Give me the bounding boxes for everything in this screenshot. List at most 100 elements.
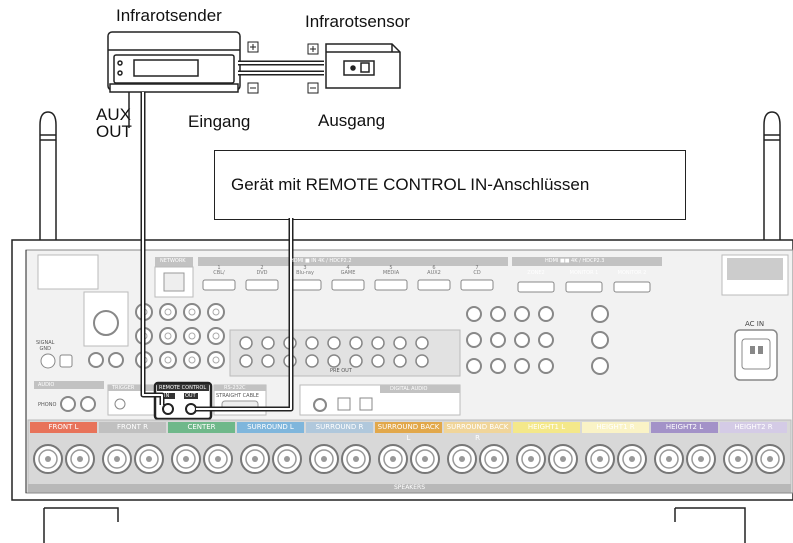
hdmi-out-header-label: HDMI ■■ 4K / HDCP2.3 xyxy=(545,258,605,264)
speaker-terminal-center xyxy=(422,456,428,462)
hdmi-out-label: MONITOR 2 xyxy=(618,270,647,276)
ac-pin-right xyxy=(758,346,763,354)
video-jack xyxy=(514,306,530,322)
pre-out-jack xyxy=(239,336,253,350)
output-label: Ausgang xyxy=(318,111,386,130)
speaker-terminal-center xyxy=(284,456,290,462)
hdmi-in-port xyxy=(374,279,408,291)
antenna-right-icon xyxy=(727,258,783,280)
video-jacks xyxy=(466,305,609,375)
straight-cable-label: STRAIGHT CABLE xyxy=(216,393,259,399)
pre-out-jack xyxy=(327,336,341,350)
device-callout: Gerät mit REMOTE CONTROL IN-Anschlüssen xyxy=(214,150,686,220)
rca-jack-center xyxy=(212,356,220,364)
pre-out-jack xyxy=(305,336,319,350)
digital-audio-header xyxy=(380,385,460,393)
ac-pin-left xyxy=(750,346,755,354)
audio-label: AUDIO xyxy=(38,382,55,388)
pre-out-jack xyxy=(349,354,363,368)
network-label: NETWORK xyxy=(160,258,186,264)
speaker-channel-label: FRONT L xyxy=(30,422,97,433)
hdmi-ports: CBL/1DVD2Blu-ray3GAME4MEDIA5AUX26CD7ZONE… xyxy=(202,265,651,293)
pre-out-jack xyxy=(393,354,407,368)
speaker-channel-label: FRONT R xyxy=(99,422,166,433)
rs232c-label: RS-232C xyxy=(224,385,246,391)
rca-jack-center xyxy=(164,308,172,316)
hdmi-out-header xyxy=(512,257,662,266)
pre-out-jack xyxy=(371,354,385,368)
speaker-terminal-center xyxy=(146,456,152,462)
speaker-channel-label: HEIGHT1 L xyxy=(513,422,580,433)
hdmi-in-header xyxy=(198,257,508,266)
ir-wires xyxy=(238,60,324,76)
speaker-terminal-center xyxy=(114,456,120,462)
speaker-terminal-center xyxy=(597,456,603,462)
ir-sensor-device xyxy=(325,43,401,89)
speaker-terminal-center xyxy=(666,456,672,462)
pre-out-jack xyxy=(371,336,385,350)
rca-jack-center xyxy=(212,308,220,316)
speaker-terminals xyxy=(33,444,785,474)
component-jack xyxy=(591,305,609,323)
aux-label: AUX xyxy=(96,105,131,124)
control-cables-highlight xyxy=(142,92,292,410)
speaker-terminal-center xyxy=(560,456,566,462)
pre-out-jack xyxy=(349,336,363,350)
hdmi-in-number: 3 xyxy=(303,265,306,271)
hdmi-in-label: GAME xyxy=(341,270,356,276)
video-jack xyxy=(466,332,482,348)
hdmi-in-label: AUX2 xyxy=(427,270,441,276)
hdmi-in-number: 2 xyxy=(260,265,263,271)
hdmi-in-label: DVD xyxy=(256,270,267,276)
digital-optical-1 xyxy=(337,397,351,411)
video-jack xyxy=(514,358,530,374)
pre-out-jack xyxy=(327,354,341,368)
ir-wires-highlight xyxy=(238,62,324,74)
video-jack xyxy=(466,306,482,322)
rca-jack-center xyxy=(188,308,196,316)
speaker-channel-label: HEIGHT1 R xyxy=(582,422,649,433)
speaker-terminal-center xyxy=(215,456,221,462)
rc-in-jack xyxy=(162,403,174,415)
pre-out-jack xyxy=(415,336,429,350)
hdmi-in-number: 6 xyxy=(432,265,435,271)
speaker-terminal-center xyxy=(390,456,396,462)
trigger-label: TRIGGER xyxy=(112,385,135,391)
hdmi-in-label: MEDIA xyxy=(383,270,400,276)
ac-in-label: AC IN xyxy=(745,320,765,328)
speaker-terminal-center xyxy=(735,456,741,462)
speaker-channel-label: SURROUND BACK L xyxy=(375,422,442,442)
pre-out-jack xyxy=(305,354,319,368)
tuner-jack xyxy=(108,352,124,368)
hdmi-out-port xyxy=(517,281,555,293)
rc-in-badge xyxy=(161,393,175,399)
hdmi-in-port xyxy=(245,279,279,291)
receiver-feet xyxy=(43,507,746,543)
hdmi-out-port xyxy=(565,281,603,293)
rc-in-label: IN xyxy=(164,393,170,399)
speaker-terminal-center xyxy=(528,456,534,462)
hdmi-in-number: 7 xyxy=(475,265,478,271)
ir-transmitter-label: Infrarotsender xyxy=(116,6,222,25)
video-jack xyxy=(490,358,506,374)
speaker-terminal-center xyxy=(491,456,497,462)
network-header xyxy=(155,257,193,267)
ir-sensor-label: Infrarotsensor xyxy=(305,12,410,31)
speaker-terminal-center xyxy=(45,456,51,462)
ir-transmitter-device xyxy=(107,31,241,93)
hdmi-in-port xyxy=(331,279,365,291)
video-jack xyxy=(538,332,554,348)
rca-jack-center xyxy=(188,332,196,340)
hdmi-in-port xyxy=(288,279,322,291)
hdmi-in-number: 1 xyxy=(217,265,220,271)
remote-control-label: REMOTE CONTROL xyxy=(159,385,207,391)
antenna-right xyxy=(763,111,781,240)
digital-coax-1 xyxy=(313,398,327,412)
speaker-terminal-center xyxy=(252,456,258,462)
pre-out-jack xyxy=(261,354,275,368)
optical-port xyxy=(93,310,119,336)
tuner-jack xyxy=(88,352,104,368)
ac-inlet xyxy=(741,338,771,370)
rca-jack-center xyxy=(164,332,172,340)
